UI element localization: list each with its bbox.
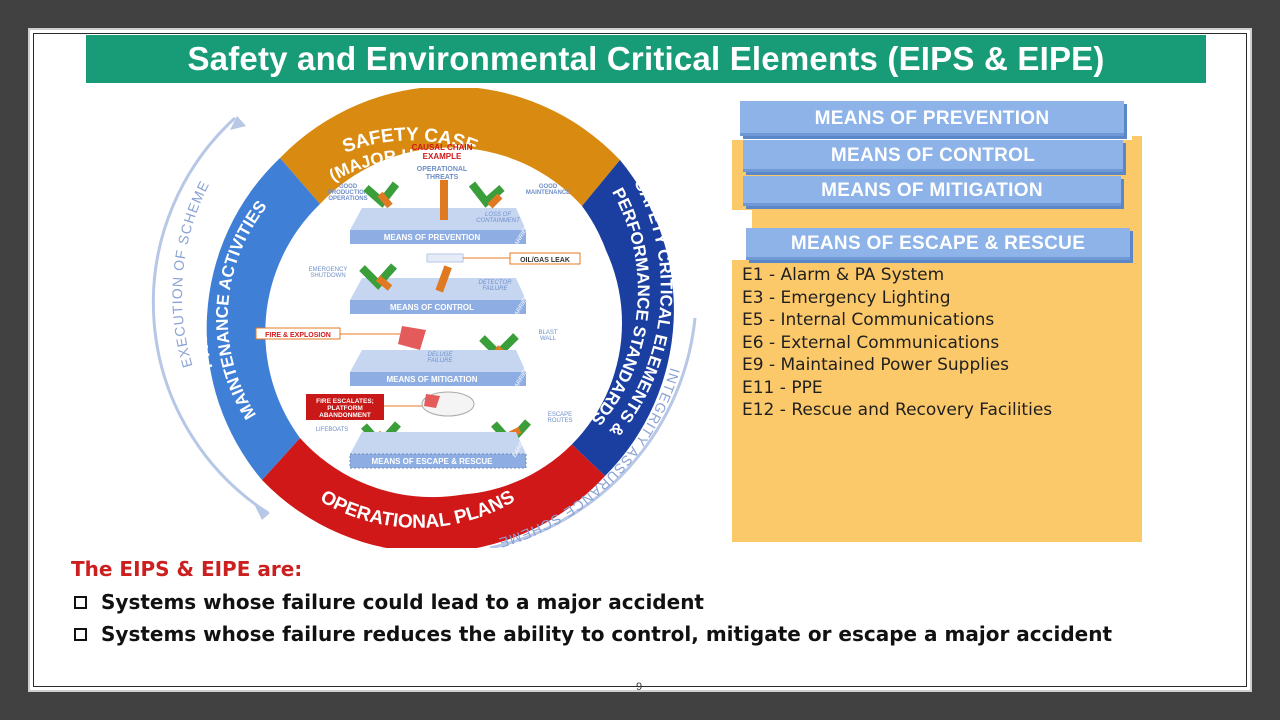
blast-wall-label: BLAST [538,330,557,336]
element-item: E6 - External Communications [742,332,1000,353]
svg-text:ABANDONMENT: ABANDONMENT [319,412,371,419]
plate-prevention [350,208,526,230]
checkbox-bullet-icon [74,595,87,609]
svg-text:MAINTENANCE: MAINTENANCE [526,190,570,196]
svg-text:OPERATIONS: OPERATIONS [328,196,367,202]
element-item: E12 - Rescue and Recovery Facilities [742,400,1053,420]
check-mark-icon [363,181,400,208]
means-prevention-box: MEANS OF PREVENTION [740,101,1124,136]
check-mark-icon [359,263,397,290]
deluge-failure-label: DELUGE [428,352,454,358]
oil-gas-leak-label: OIL/GAS LEAK [520,257,570,264]
causal-chain-sublabel: EXAMPLE [423,152,462,161]
fire-escalates-label: FIRE ESCALATES; [316,398,374,405]
svg-text:PRODUCTION: PRODUCTION [328,190,368,196]
elements-list: E1 - Alarm & PA System E3 - Emergency Li… [742,264,1052,422]
element-item: E1 - Alarm & PA System [742,265,945,285]
arrow-head-icon [255,506,270,520]
fire-explosion-label: FIRE & EXPLOSION [265,332,331,339]
loss-containment-label: LOSS OF [485,212,511,218]
execution-arc [151,116,269,515]
check-mark-icon [468,181,505,208]
svg-text:ROUTES: ROUTES [547,418,572,424]
plate-control-label: MEANS OF CONTROL [390,303,474,312]
bullet-item: Systems whose failure could lead to a ma… [74,586,1112,618]
intro-heading: The EIPS & EIPE are: [71,557,303,581]
production-segment [206,158,320,480]
checkbox-bullet-icon [74,627,87,641]
lifeboats-label: LIFEBOATS [316,427,349,433]
sce-cycle-diagram: SAFETY CASE (MAJOR HAZARDS) SAFETY CRITI… [151,88,697,548]
element-item: E3 - Emergency Lighting [742,287,951,308]
good-production-label: GOOD [339,184,358,190]
slide-title: Safety and Environmental Critical Elemen… [86,35,1206,83]
causal-chain-label: CAUSAL CHAIN [412,143,473,152]
emergency-shutdown-label: EMERGENCY [309,267,348,273]
svg-text:SHUTDOWN: SHUTDOWN [310,273,345,279]
escape-routes-label: ESCAPE [548,412,572,418]
safety-case-segment [280,88,620,206]
svg-text:FAILURE: FAILURE [483,286,509,292]
svg-text:CONTAINMENT: CONTAINMENT [476,218,521,224]
threats-sublabel: THREATS [426,174,459,181]
means-control-box: MEANS OF CONTROL [743,140,1123,172]
element-item: E9 - Maintained Power Supplies [742,355,1010,375]
plate-mitigation-label: MEANS OF MITIGATION [387,375,478,384]
good-maintenance-label: GOOD [539,184,558,190]
operational-plans-segment [262,438,605,548]
plate-prevention-label: MEANS OF PREVENTION [384,233,481,242]
integrity-arc [489,317,697,548]
detector-failure-label: DETECTOR [479,280,513,286]
arrow-head-icon [230,116,246,130]
bullet-list: Systems whose failure could lead to a ma… [74,586,1112,650]
element-item: E5 - Internal Communications [742,310,995,330]
bullet-item: Systems whose failure reduces the abilit… [74,618,1112,650]
means-escape-box: MEANS OF ESCAPE & RESCUE [746,228,1130,260]
svg-text:FAILURE: FAILURE [428,358,454,364]
svg-text:WALL: WALL [540,336,557,342]
page-number: 9 [636,681,643,693]
plate-escape-label: MEANS OF ESCAPE & RESCUE [372,457,494,466]
element-item: E11 - PPE [742,377,823,398]
threats-label: OPERATIONAL [417,166,468,173]
plate-escape [350,432,526,454]
plate-mitigation [350,350,526,372]
svg-text:PLATFORM: PLATFORM [327,405,363,412]
means-mitigation-box: MEANS OF MITIGATION [743,176,1121,206]
